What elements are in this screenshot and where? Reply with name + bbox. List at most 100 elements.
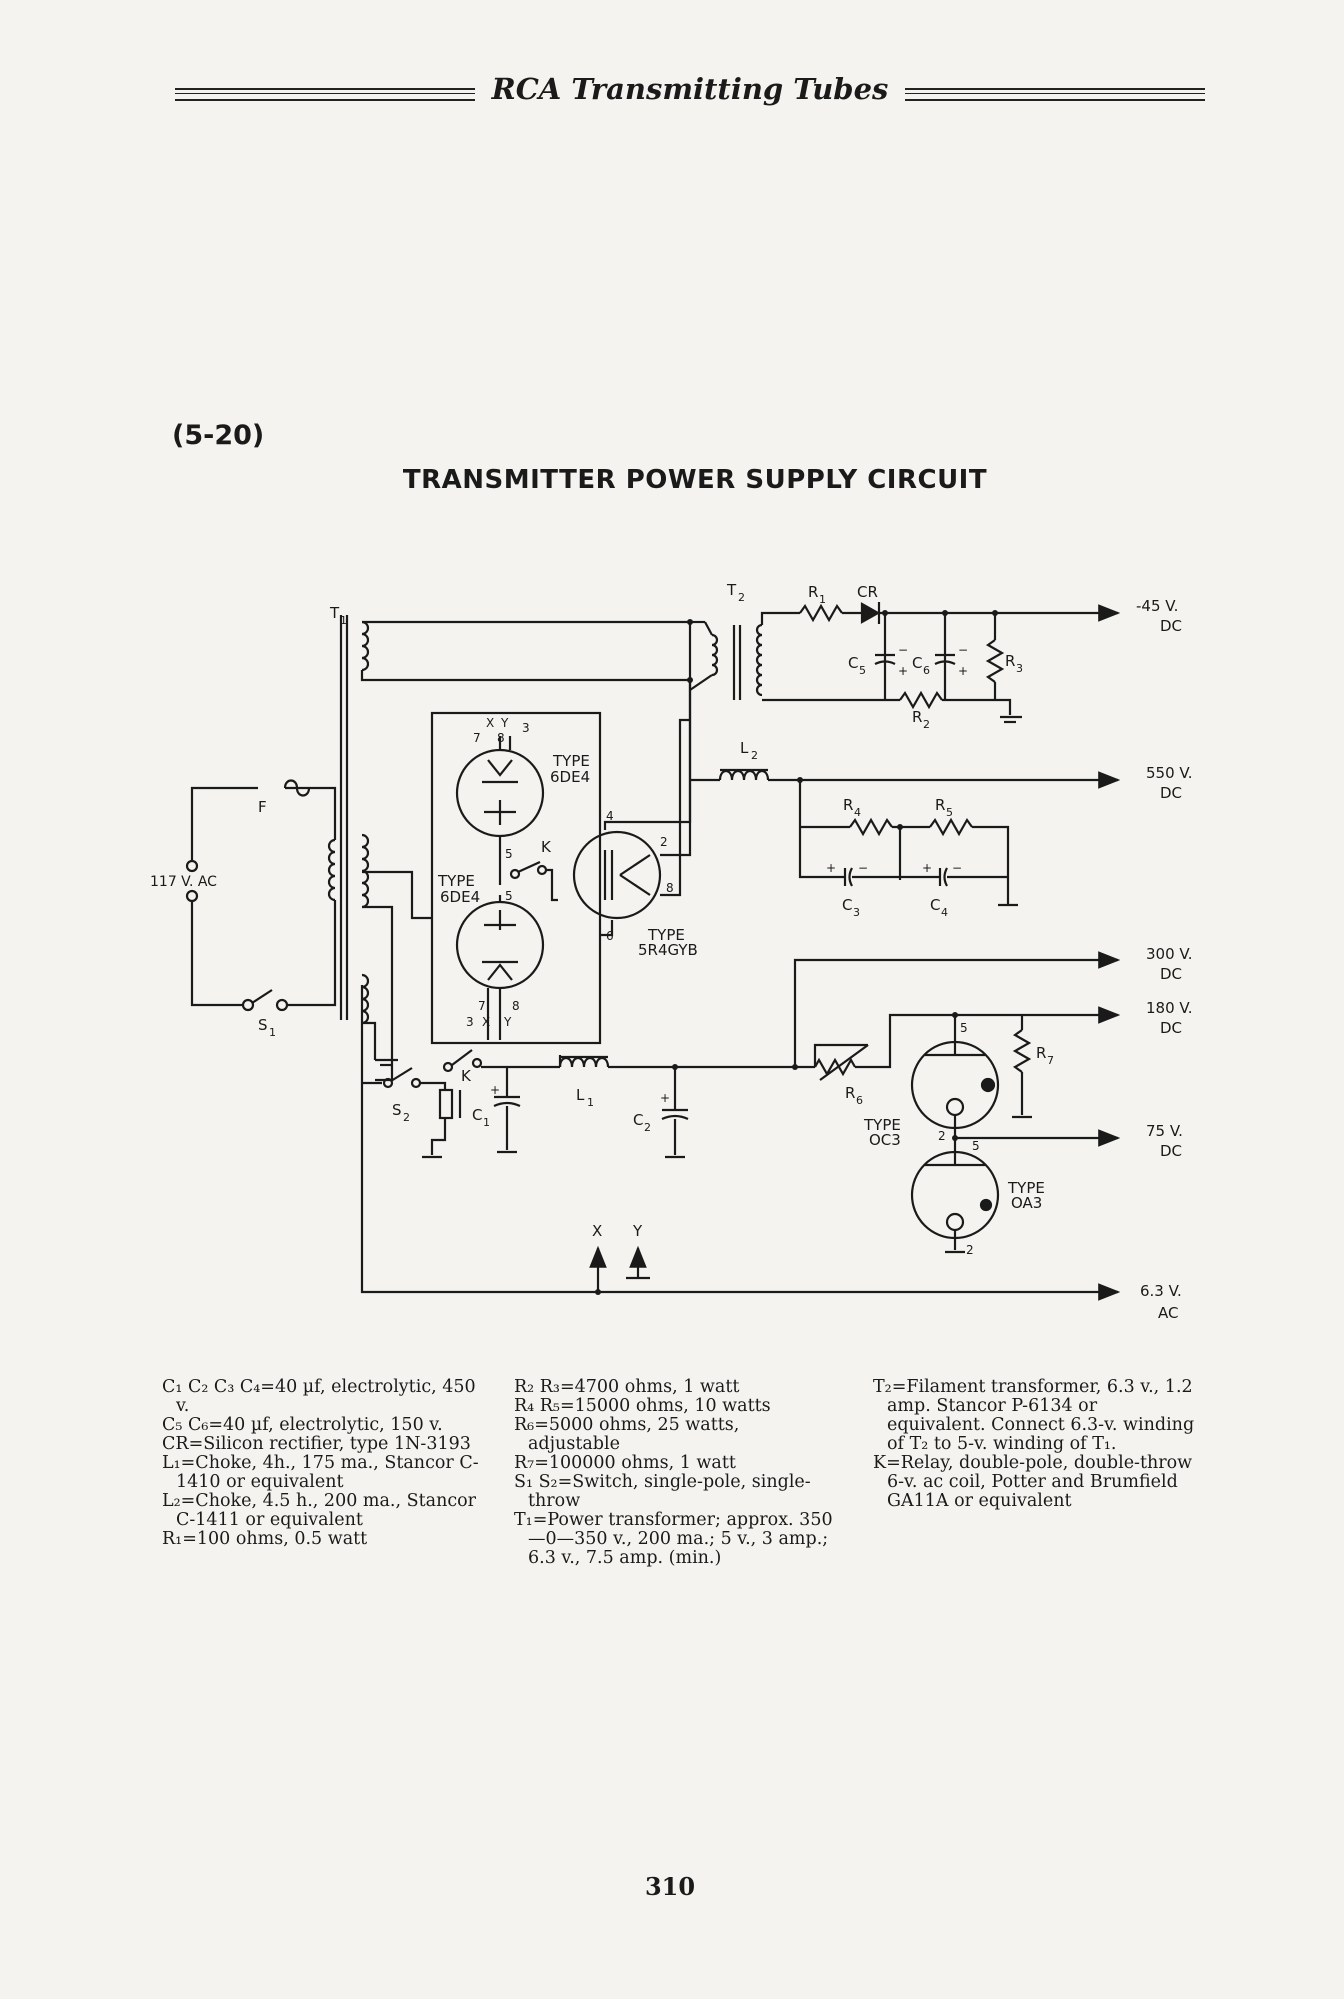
label-t1: T <box>329 604 340 622</box>
figure-number: (5-20) <box>172 420 265 451</box>
output-550v-type: DC <box>1160 784 1182 802</box>
primary-ac-circuit <box>185 779 337 1012</box>
label-r2: R <box>912 708 922 726</box>
fuse-f <box>283 779 311 797</box>
page-number: 310 <box>644 1872 696 1901</box>
output-180v: 180 V. <box>1146 999 1193 1017</box>
pin-mid-5: 5 <box>505 889 513 903</box>
label-r1-sub: 1 <box>819 593 826 606</box>
parts-list-column-3: T₂=Filament transformer, 6.3 v., 1.2 amp… <box>873 1378 1195 1511</box>
label-r4: R <box>843 796 853 814</box>
figure-title: TRANSMITTER POWER SUPPLY CIRCUIT <box>402 465 988 495</box>
label-c2: C <box>633 1111 643 1129</box>
pin-rect-6: 6 <box>606 929 614 943</box>
polarity-c5-plus: + <box>898 664 908 678</box>
resistor-r1 <box>799 603 843 623</box>
label-r5-sub: 5 <box>946 806 953 819</box>
pin-top-3: 3 <box>522 721 530 735</box>
pin-oa3-5: 5 <box>972 1139 980 1153</box>
pin-oc3-2: 2 <box>938 1129 946 1143</box>
label-tube-top-model: 6DE4 <box>550 768 590 786</box>
label-r3-sub: 3 <box>1016 662 1023 675</box>
label-s1-sub: 1 <box>269 1026 276 1039</box>
label-c3-sub: 3 <box>853 906 860 919</box>
label-t2-sub: 2 <box>738 591 745 604</box>
label-pin-y: Y <box>632 1222 643 1240</box>
label-r1: R <box>808 583 818 601</box>
parts-entry: T₁=Power transformer; approx. 350—0—350 … <box>514 1510 833 1568</box>
label-c6: C <box>912 654 922 672</box>
schematic-diagram: T 1 T 2 R 1 CR C 5 C 6 R 3 R 2 L 2 R 4 R… <box>150 581 1193 1322</box>
polarity-c6-minus: − <box>958 643 968 657</box>
output-75v-type: DC <box>1160 1142 1182 1160</box>
pin-oa3-2: 2 <box>966 1243 974 1257</box>
polarity-c6-plus: + <box>958 664 968 678</box>
pin-mid-x: X <box>482 1015 490 1029</box>
choke-l1 <box>558 1056 610 1068</box>
parts-entry: L₁=Choke, 4h., 175 ma., Stancor C-1410 o… <box>162 1453 479 1492</box>
label-c4: C <box>930 896 940 914</box>
parts-entry: C₁ C₂ C₃ C₄=40 µf, electrolytic, 450 v. <box>162 1377 476 1416</box>
resistor-r7 <box>1012 1029 1032 1073</box>
output-63v: 6.3 V. <box>1140 1282 1182 1300</box>
label-r6: R <box>845 1084 855 1102</box>
label-c2-sub: 2 <box>644 1121 651 1134</box>
label-t1-sub: 1 <box>340 614 347 627</box>
label-s1: S <box>258 1016 268 1034</box>
polarity-c2-plus: + <box>660 1091 670 1105</box>
label-c6-sub: 6 <box>923 664 930 677</box>
label-k-contact: K <box>541 838 552 856</box>
pin-mid-8: 8 <box>512 999 520 1013</box>
pin-mid-y: Y <box>503 1015 512 1029</box>
resistor-r4 <box>849 817 893 837</box>
label-c1: C <box>472 1106 482 1124</box>
polarity-c3-plus: + <box>826 861 836 875</box>
pin-rect-2: 2 <box>660 835 668 849</box>
header-title: RCA Transmitting Tubes <box>491 72 889 106</box>
label-oc3-model: OC3 <box>869 1131 901 1149</box>
label-rect-type: TYPE <box>647 926 685 944</box>
label-s2: S <box>392 1101 402 1119</box>
header-rule-left <box>175 88 475 101</box>
polarity-c1-plus: + <box>490 1083 500 1097</box>
label-c1-sub: 1 <box>483 1116 490 1129</box>
parts-entry: S₁ S₂=Switch, single-pole, single-throw <box>514 1472 811 1511</box>
pin-mid-3: 3 <box>466 1015 474 1029</box>
parts-entry: C₅ C₆=40 µf, electrolytic, 150 v. <box>162 1415 443 1435</box>
label-l1: L <box>576 1086 585 1104</box>
label-r5: R <box>935 796 945 814</box>
pin-top-7: 7 <box>473 731 481 745</box>
output-180v-type: DC <box>1160 1019 1182 1037</box>
label-pin-x: X <box>592 1222 602 1240</box>
label-r2-sub: 2 <box>923 718 930 731</box>
parts-entry: R₂ R₃=4700 ohms, 1 watt <box>514 1377 740 1397</box>
label-tube-mid-model: 6DE4 <box>440 888 480 906</box>
label-tube-top-type: TYPE <box>552 752 590 770</box>
tube-oa3 <box>910 1150 1000 1240</box>
label-l2: L <box>740 739 749 757</box>
label-k-relay: K <box>461 1067 472 1085</box>
label-c4-sub: 4 <box>941 906 948 919</box>
header-rule-right <box>905 88 1205 101</box>
pin-top-y: Y <box>500 716 509 730</box>
polarity-c4-plus: + <box>922 861 932 875</box>
parts-entry: R₆=5000 ohms, 25 watts, adjustable <box>514 1415 740 1454</box>
output-300v-type: DC <box>1160 965 1182 983</box>
label-tube-mid-type: TYPE <box>437 872 475 890</box>
label-oa3-type: TYPE <box>1007 1179 1045 1197</box>
label-t2: T <box>726 581 737 599</box>
resistor-r2 <box>899 690 943 710</box>
parts-entry: CR=Silicon rectifier, type 1N-3193 <box>162 1434 471 1454</box>
polarity-c3-minus: − <box>858 861 868 875</box>
parts-list-column-2: R₂ R₃=4700 ohms, 1 watt R₄ R₅=15000 ohms… <box>514 1378 836 1568</box>
running-header: RCA Transmitting Tubes <box>175 70 1205 114</box>
output-63v-type: AC <box>1158 1304 1178 1322</box>
pin-top-x: X <box>486 716 494 730</box>
label-r4-sub: 4 <box>854 806 861 819</box>
parts-entry: R₁=100 ohms, 0.5 watt <box>162 1529 368 1549</box>
label-cr: CR <box>857 583 878 601</box>
pin-top-5: 5 <box>505 847 513 861</box>
label-r7-sub: 7 <box>1047 1054 1054 1067</box>
label-oc3-type: TYPE <box>863 1116 901 1134</box>
polarity-c4-minus: − <box>952 861 962 875</box>
